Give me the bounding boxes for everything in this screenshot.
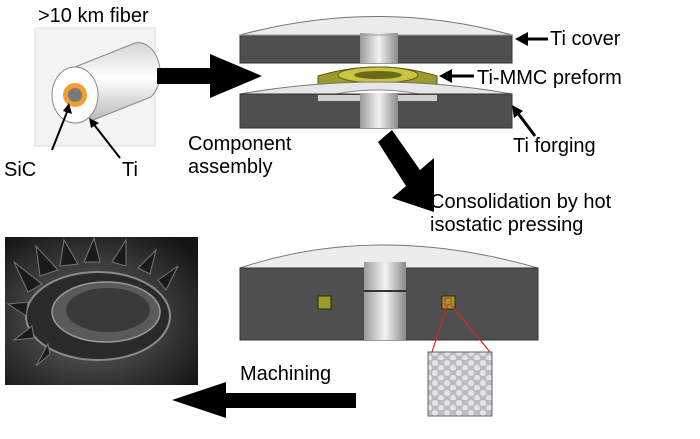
- ti-forging-part: [239, 81, 513, 129]
- assembly-label-line1: Component: [188, 133, 292, 155]
- fiber-cylinder-icon: [34, 27, 161, 147]
- fiber-label: >10 km fiber: [38, 5, 149, 27]
- machining-label: Machining: [240, 363, 331, 385]
- micrograph-callout-lines: [431, 305, 491, 353]
- ti-forging-pointer: [512, 105, 537, 137]
- ti-cover-part: [239, 16, 513, 64]
- arrow-to-consolidation: [378, 130, 434, 212]
- disk-assembly-icon: [239, 16, 513, 129]
- consolidation-label-line2: isostatic pressing: [430, 214, 583, 236]
- ti-label: Ti: [122, 159, 138, 181]
- machined-ring-photo-icon: [5, 236, 198, 385]
- ti-cover-pointer: [515, 32, 548, 46]
- consolidated-disk-icon: [239, 244, 539, 341]
- arrow-to-machined-part: [172, 382, 356, 418]
- micrograph-icon: [427, 351, 493, 417]
- assembly-label-line2: assembly: [188, 156, 272, 178]
- ti-pointer: [89, 118, 121, 159]
- preform-label: Ti-MMC preform: [477, 67, 622, 89]
- sic-label: SiC: [4, 159, 36, 181]
- consolidation-label-line1: Consolidation by hot: [430, 191, 612, 213]
- preform-pointer: [439, 69, 474, 83]
- ti-forging-label: Ti forging: [513, 135, 596, 157]
- sic-pointer: [51, 103, 72, 151]
- arrow-to-assembly: [157, 54, 262, 98]
- ti-cover-label: Ti cover: [550, 28, 621, 50]
